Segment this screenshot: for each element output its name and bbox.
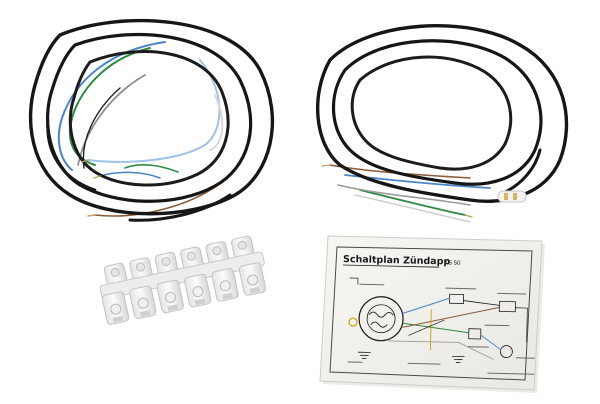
wire-run (402, 297, 451, 314)
ground-symbol (451, 355, 465, 363)
wire-green (68, 47, 151, 166)
horn-symbol (499, 345, 513, 358)
wire-green-lead (124, 163, 179, 173)
wire-end (464, 214, 473, 218)
bullet-connector (497, 190, 527, 203)
wire-lightblue (87, 59, 221, 163)
ground-symbol (357, 351, 371, 359)
wire-run (515, 307, 528, 343)
wire-run (402, 306, 500, 328)
wire-run (408, 319, 445, 336)
wire-run (388, 340, 494, 360)
wire-end (93, 175, 101, 179)
cable-lead-left (46, 118, 97, 192)
wiring-harness-right (315, 24, 569, 223)
wire-green (359, 189, 466, 216)
wire-end (87, 214, 96, 217)
wire-brown (94, 184, 219, 217)
coil-symbol (368, 311, 394, 318)
card-title: Schaltplan Zündapp (343, 254, 451, 267)
terminal-row-front (101, 262, 267, 325)
wire-grey (337, 184, 471, 206)
component-box (468, 328, 482, 340)
cable-loop-inner (350, 55, 513, 171)
cable-loop-outer (315, 24, 569, 203)
wire-black-thin (82, 87, 121, 169)
wire-run (463, 300, 500, 306)
wiring-diagram-card: Schaltplan Zündapp KS 50 (319, 235, 545, 393)
lamp-symbol (348, 317, 358, 327)
component-box (498, 300, 516, 313)
wiring-harness-left (28, 18, 274, 222)
cable-loop-inner (68, 50, 230, 187)
card-model: KS 50 (444, 260, 461, 266)
wire-end (321, 164, 331, 167)
diagram-labels (347, 283, 535, 375)
cable-lead-bottom (128, 193, 232, 222)
wire-run (429, 309, 432, 351)
wire-blue-lead (99, 171, 161, 179)
wire-grey (77, 74, 146, 166)
terminal-block-strip (99, 235, 267, 325)
wire-white (209, 94, 224, 151)
wire-run (480, 334, 501, 350)
wire-white (354, 194, 471, 223)
cable-lead-right (503, 148, 542, 194)
schematic (347, 277, 535, 375)
cable-loop-middle (332, 39, 543, 186)
card-inner-frame (329, 246, 533, 381)
wire-end (81, 159, 89, 163)
flywheel-magneto-symbol (358, 296, 404, 342)
cable-loop-middle (45, 32, 253, 203)
